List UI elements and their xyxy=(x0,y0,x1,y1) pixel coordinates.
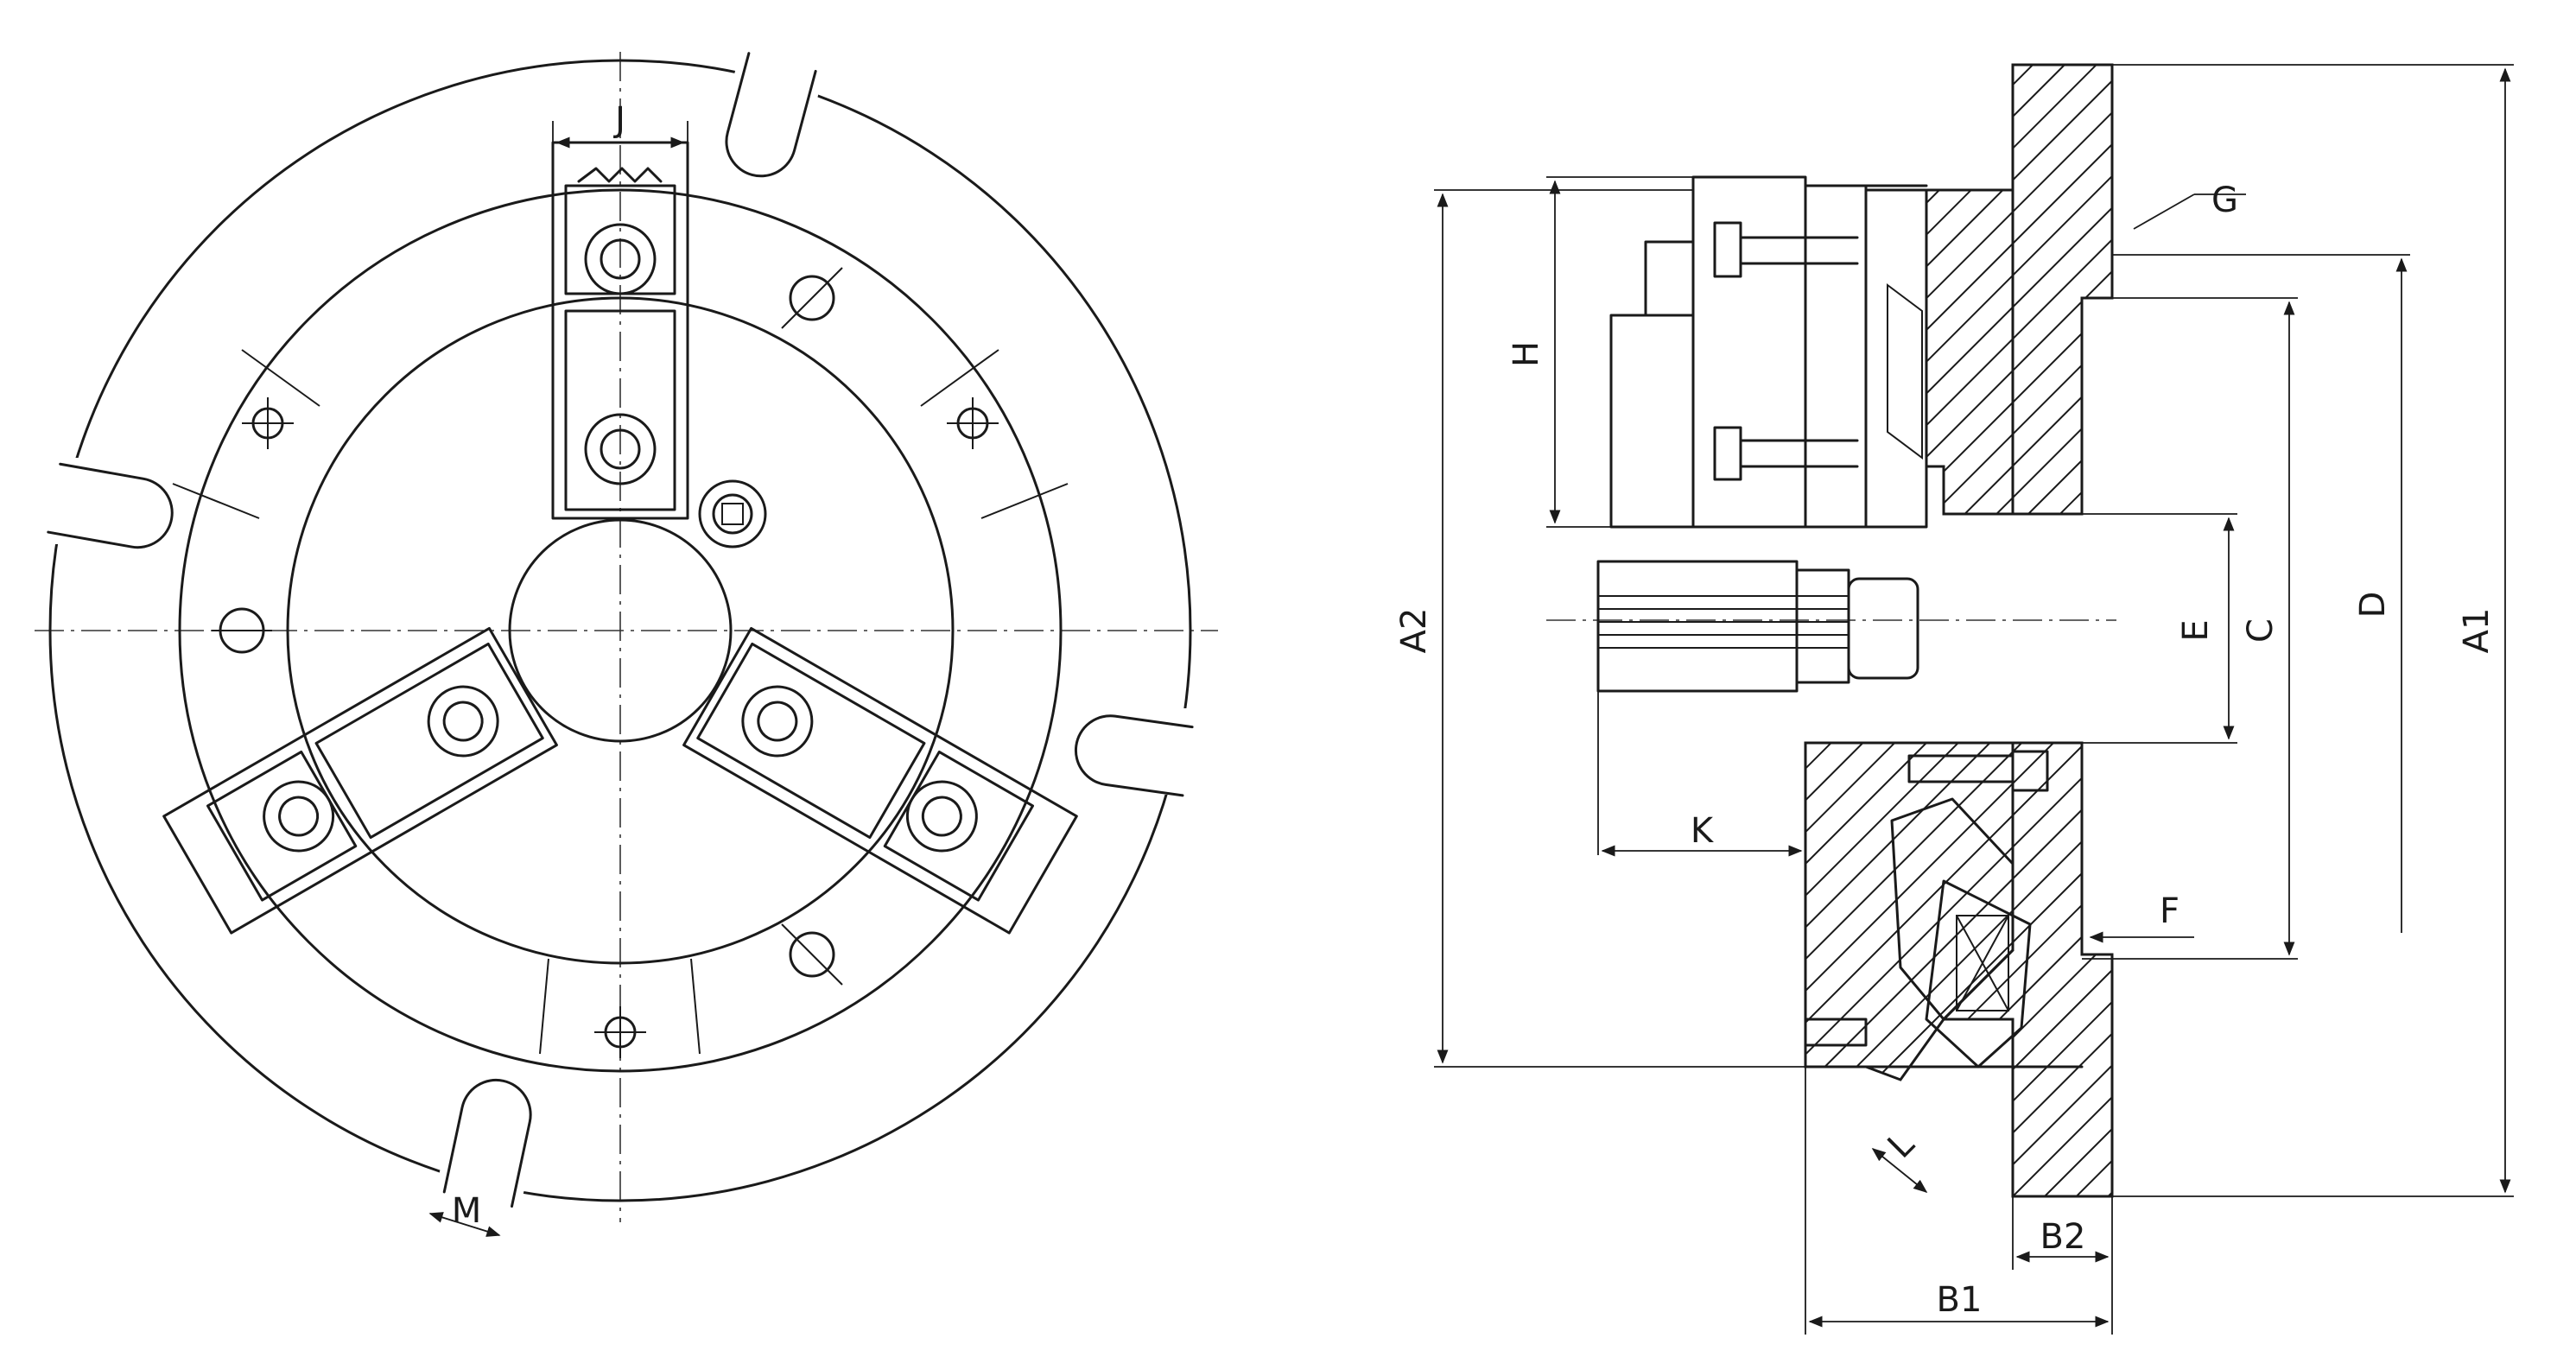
t-slot-top xyxy=(709,41,827,189)
side-section-view: G H A2 K E C D A1 F xyxy=(1394,63,2514,1335)
outer-body-circle xyxy=(48,59,1192,1202)
chuck-face-outer xyxy=(178,188,1063,1073)
pinion-socket xyxy=(698,479,767,549)
label-m: M xyxy=(452,1191,482,1231)
label-a2: A2 xyxy=(1394,608,1434,654)
label-c: C xyxy=(2241,618,2281,643)
label-g: G xyxy=(2211,181,2238,220)
center-bore xyxy=(508,518,733,743)
dim-m-line xyxy=(428,1212,501,1237)
front-view: J M xyxy=(35,41,1218,1237)
t-slot-left xyxy=(47,458,177,549)
upper-jaw-assembly xyxy=(1609,175,1928,529)
t-slot-bottom xyxy=(435,1063,548,1208)
mounting-holes xyxy=(212,267,999,1058)
label-b2: B2 xyxy=(2040,1217,2086,1257)
lower-jaw-assembly xyxy=(1596,560,1919,693)
lower-screw-pinion xyxy=(1804,750,2049,1068)
face-ring-dividers xyxy=(172,349,1069,1055)
leader-g xyxy=(2133,193,2195,230)
body-lower-section xyxy=(1804,741,2014,1081)
label-h: H xyxy=(1507,341,1546,367)
label-d: D xyxy=(2353,592,2393,618)
label-a1: A1 xyxy=(2457,608,2497,654)
label-j: J xyxy=(612,100,625,140)
t-slot-right xyxy=(1067,708,1196,797)
label-b1: B1 xyxy=(1937,1280,1983,1320)
dim-l-line xyxy=(1871,1147,1928,1194)
jaw-left xyxy=(162,626,558,935)
label-k: K xyxy=(1691,811,1715,851)
body-upper-section xyxy=(1925,188,2014,516)
label-e: E xyxy=(2176,619,2216,641)
jaw-right xyxy=(682,626,1078,935)
label-f: F xyxy=(2160,891,2179,931)
chuck-face-inner xyxy=(286,296,955,965)
